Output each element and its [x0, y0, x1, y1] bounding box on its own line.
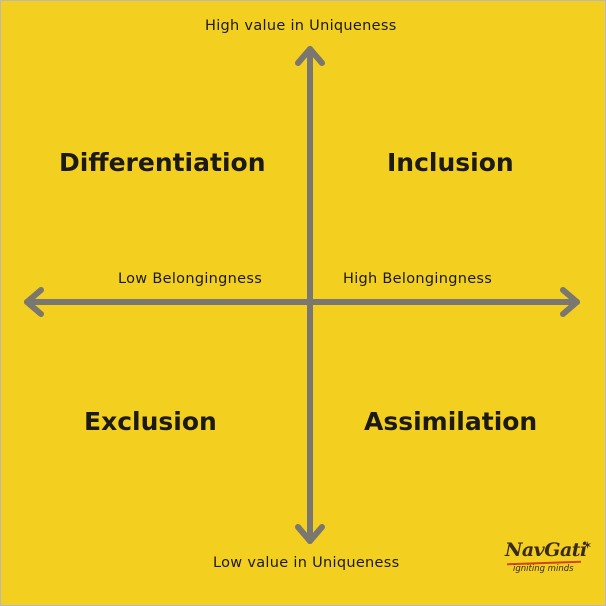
- left-arrowhead: [24, 287, 44, 317]
- axis-label-left: Low Belongingness: [118, 271, 263, 287]
- axis-label-right: High Belongingness: [343, 271, 493, 287]
- right-arrowhead: [560, 287, 580, 317]
- quadrant-bottom-left: Exclusion: [84, 407, 217, 436]
- quadrant-bottom-right: Assimilation: [364, 407, 538, 436]
- quadrant-top-left: Differentiation: [59, 148, 266, 177]
- logo-wordmark: NavGati: [505, 539, 587, 561]
- navgati-logo: NavGati ✶ igniting minds: [505, 539, 595, 583]
- spark-icon: ✶: [583, 539, 593, 552]
- logo-tagline: igniting minds: [513, 564, 574, 574]
- axis-label-top: High value in Uniqueness: [205, 18, 397, 34]
- top-arrowhead: [295, 46, 325, 66]
- bottom-arrowhead: [295, 524, 325, 544]
- axis-label-bottom: Low value in Uniqueness: [213, 555, 400, 571]
- quadrant-top-right: Inclusion: [387, 148, 514, 177]
